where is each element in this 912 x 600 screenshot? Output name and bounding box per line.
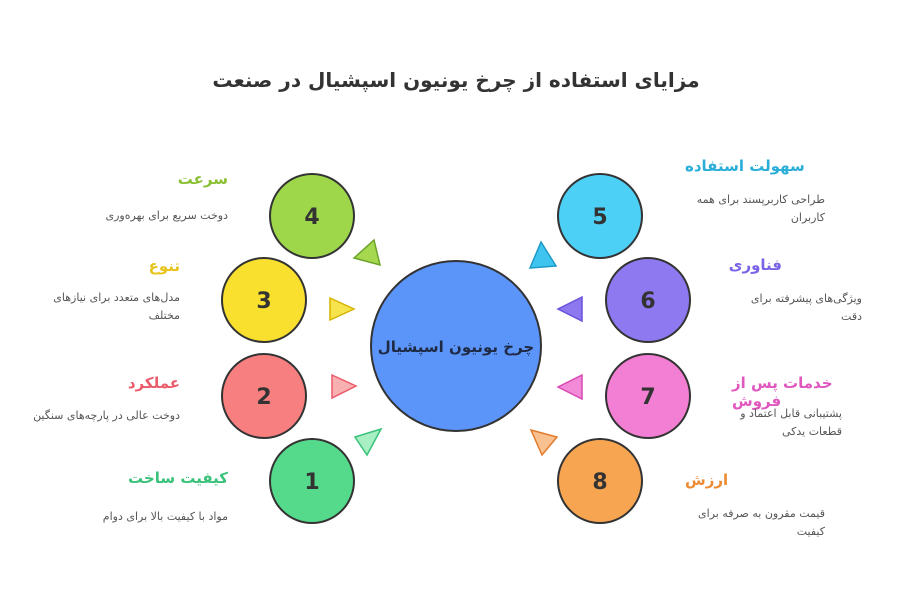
pointer-6 — [556, 295, 583, 323]
pointer-3 — [329, 296, 356, 322]
node-4: 4 — [269, 173, 355, 259]
node-6: 6 — [605, 257, 691, 343]
node-1: 1 — [269, 438, 355, 524]
node-8: 8 — [557, 438, 643, 524]
pointer-8 — [529, 428, 559, 457]
node-8-number: 8 — [592, 470, 607, 495]
pointer-4 — [352, 238, 382, 267]
item-4-title: سرعت — [177, 170, 228, 188]
item-8-desc: قیمت مقرون به صرفه برای کیفیت — [698, 507, 825, 538]
item-4-desc: دوخت سریع برای بهره‌وری — [105, 209, 229, 222]
item-3-desc: مدل‌های متعدد برای نیازهای مختلف — [53, 291, 180, 322]
node-1-number: 1 — [304, 470, 319, 495]
pointer-7 — [556, 373, 583, 401]
pointer-2 — [331, 373, 358, 400]
item-1-title: کیفیت ساخت — [128, 469, 228, 487]
item-7-desc: پشتیبانی قابل اعتماد و قطعات یدکی — [740, 407, 842, 438]
item-6-desc: ویژگی‌های پیشرفته برای دقت — [750, 292, 862, 323]
node-3-number: 3 — [256, 289, 271, 314]
item-5-desc: طراحی کاربرپسند برای همه کاربران — [696, 193, 825, 224]
item-2-desc: دوخت عالی در پارچه‌های سنگین — [33, 409, 180, 422]
center-label: چرخ یونیون اسپشیال — [378, 338, 534, 357]
item-6-title: فناوری — [728, 256, 782, 274]
node-7-number: 7 — [640, 385, 655, 410]
item-3-title: تنوع — [148, 257, 180, 275]
node-5: 5 — [557, 173, 643, 259]
node-7: 7 — [605, 353, 691, 439]
item-7-title: خدمات پس از فروش — [732, 374, 833, 410]
pointer-5 — [528, 240, 558, 269]
node-6-number: 6 — [640, 289, 655, 314]
node-4-number: 4 — [304, 205, 319, 230]
node-3: 3 — [221, 257, 307, 343]
node-5-number: 5 — [592, 205, 607, 230]
page-title: مزایای استفاده از چرخ یونیون اسپشیال در … — [212, 68, 700, 92]
center-circle — [370, 260, 542, 432]
node-2-number: 2 — [256, 385, 271, 410]
item-8-title: ارزش — [685, 471, 729, 489]
pointer-1 — [353, 427, 383, 457]
node-2: 2 — [221, 353, 307, 439]
item-2-title: عملکرد — [127, 374, 180, 392]
item-5-title: سهولت استفاده — [685, 157, 805, 175]
item-1-desc: مواد با کیفیت بالا برای دوام — [102, 510, 228, 523]
